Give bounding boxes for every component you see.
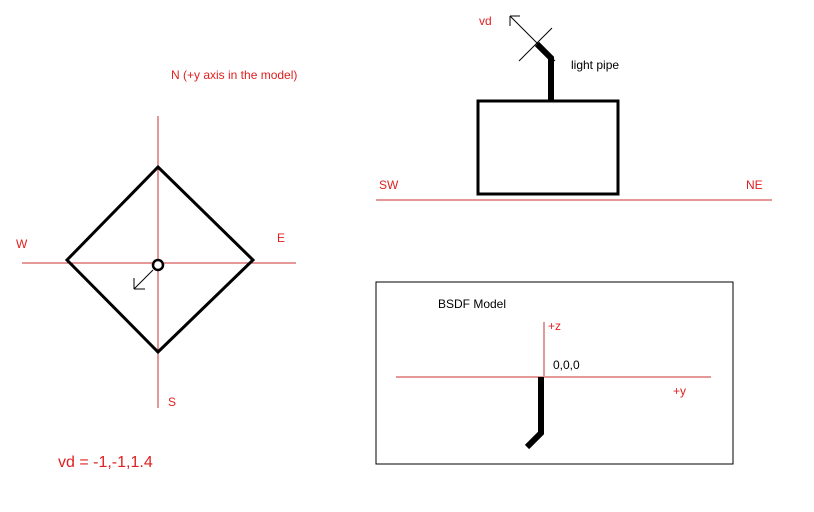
vd-equation: vd = -1,-1,1.4 (58, 454, 153, 471)
light-pipe-marker-circle (151, 258, 165, 272)
bsdf-model-frame (375, 281, 734, 465)
view-direction-arrow-shaft (133, 269, 154, 290)
ne-label: NE (746, 178, 763, 192)
bsdf-origin-label: 0,0,0 (553, 358, 580, 372)
pipe-outlet-line (518, 27, 553, 62)
vd-arrow-line (509, 15, 556, 62)
bsdf-z-label: +z (548, 319, 561, 333)
building-footprint-diamond (64, 164, 256, 355)
light-pipe-label: light pipe (571, 58, 619, 72)
vd-arrow-icon (509, 15, 556, 62)
light-pipe-tube (534, 41, 554, 101)
sw-label: SW (379, 178, 399, 192)
plan-view: N (+y axis in the model) W E S vd = -1,-… (16, 68, 297, 471)
bsdf-light-pipe-tube (524, 377, 544, 450)
east-label: E (277, 231, 285, 245)
view-direction-arrow-icon (133, 269, 154, 290)
bsdf-model-panel: BSDF Model +z 0,0,0 +y (375, 281, 734, 465)
vd-label: vd (479, 14, 492, 28)
north-label: N (+y axis in the model) (171, 68, 297, 82)
building-box (476, 99, 620, 196)
west-label: W (16, 237, 28, 251)
side-view: vd light pipe SW NE (376, 14, 772, 201)
south-label: S (168, 395, 176, 409)
bsdf-model-title: BSDF Model (438, 297, 506, 311)
bsdf-y-label: +y (673, 384, 686, 398)
